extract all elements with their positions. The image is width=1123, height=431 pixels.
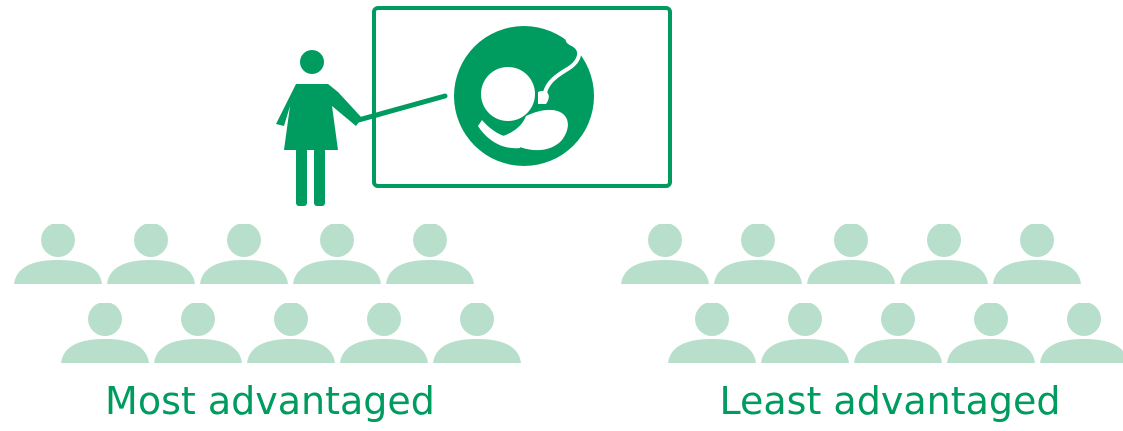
presentation-board [372, 6, 672, 188]
person-icon [107, 224, 195, 284]
person-icon [61, 303, 149, 363]
person-icon [854, 303, 942, 363]
person-icon [247, 303, 335, 363]
person-icon [993, 224, 1081, 284]
person-icon [433, 303, 521, 363]
audience-groups [14, 224, 1123, 363]
fetus-icon [454, 26, 594, 166]
person-icon [900, 224, 988, 284]
person-icon [386, 224, 474, 284]
audience-group-most [14, 224, 521, 363]
person-icon [200, 224, 288, 284]
person-icon [340, 303, 428, 363]
caption-most-advantaged: Most advantaged [105, 379, 435, 423]
person-icon [668, 303, 756, 363]
person-icon [621, 224, 709, 284]
teacher-pointing-icon [276, 50, 448, 206]
person-icon [947, 303, 1035, 363]
person-icon [714, 224, 802, 284]
person-icon [154, 303, 242, 363]
person-icon [1040, 303, 1123, 363]
person-icon [761, 303, 849, 363]
caption-least-advantaged: Least advantaged [719, 379, 1061, 423]
person-icon [14, 224, 102, 284]
audience-group-least [621, 224, 1123, 363]
person-icon [807, 224, 895, 284]
person-icon [293, 224, 381, 284]
